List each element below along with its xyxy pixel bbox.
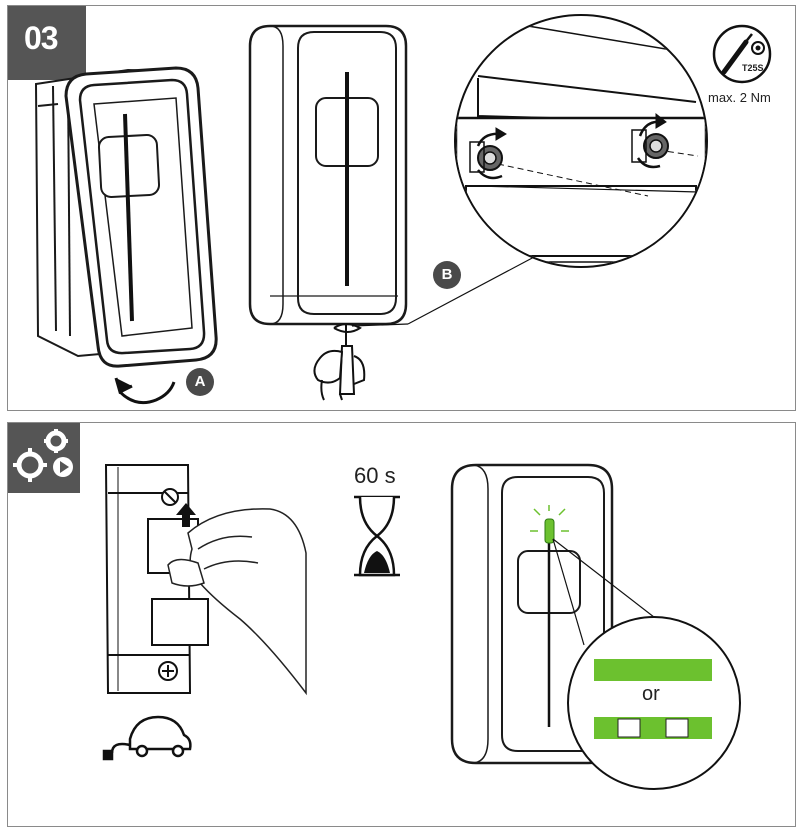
charger-closed (248, 24, 408, 326)
screwdriver-torx-icon (712, 24, 772, 84)
hand-switching-breaker (167, 508, 307, 696)
wait-time-label: 60 s (354, 463, 396, 488)
step-03-panel: 03 (7, 5, 796, 411)
status-led (544, 518, 555, 544)
startup-panel: 60 s or (7, 422, 796, 827)
callout-b-marker (433, 261, 461, 289)
torque-label: max. 2 Nm (708, 90, 771, 105)
screwdriver-hand (313, 323, 366, 401)
led-glow-rays (530, 505, 569, 532)
hourglass-icon (354, 495, 400, 577)
startup-illustration (102, 463, 741, 790)
step-number: 03 (24, 20, 59, 56)
front-frame-tilted (64, 66, 218, 368)
rotate-arrow-icon (114, 377, 176, 405)
led-steady-bar (594, 659, 712, 681)
torx-size-label: T25S (742, 63, 764, 73)
step-03-illustration (34, 14, 772, 405)
callout-b-label: B (441, 266, 453, 283)
electric-car-plug-icon (102, 715, 192, 761)
settings-gears-play-icon (8, 423, 80, 493)
callout-a-marker (186, 368, 214, 396)
or-label: or (642, 683, 660, 705)
step-number-badge: 03 (8, 6, 86, 80)
led-blinking-bar (594, 717, 712, 739)
callout-a-label: A (194, 373, 206, 390)
arrow-up-icon (176, 503, 196, 527)
